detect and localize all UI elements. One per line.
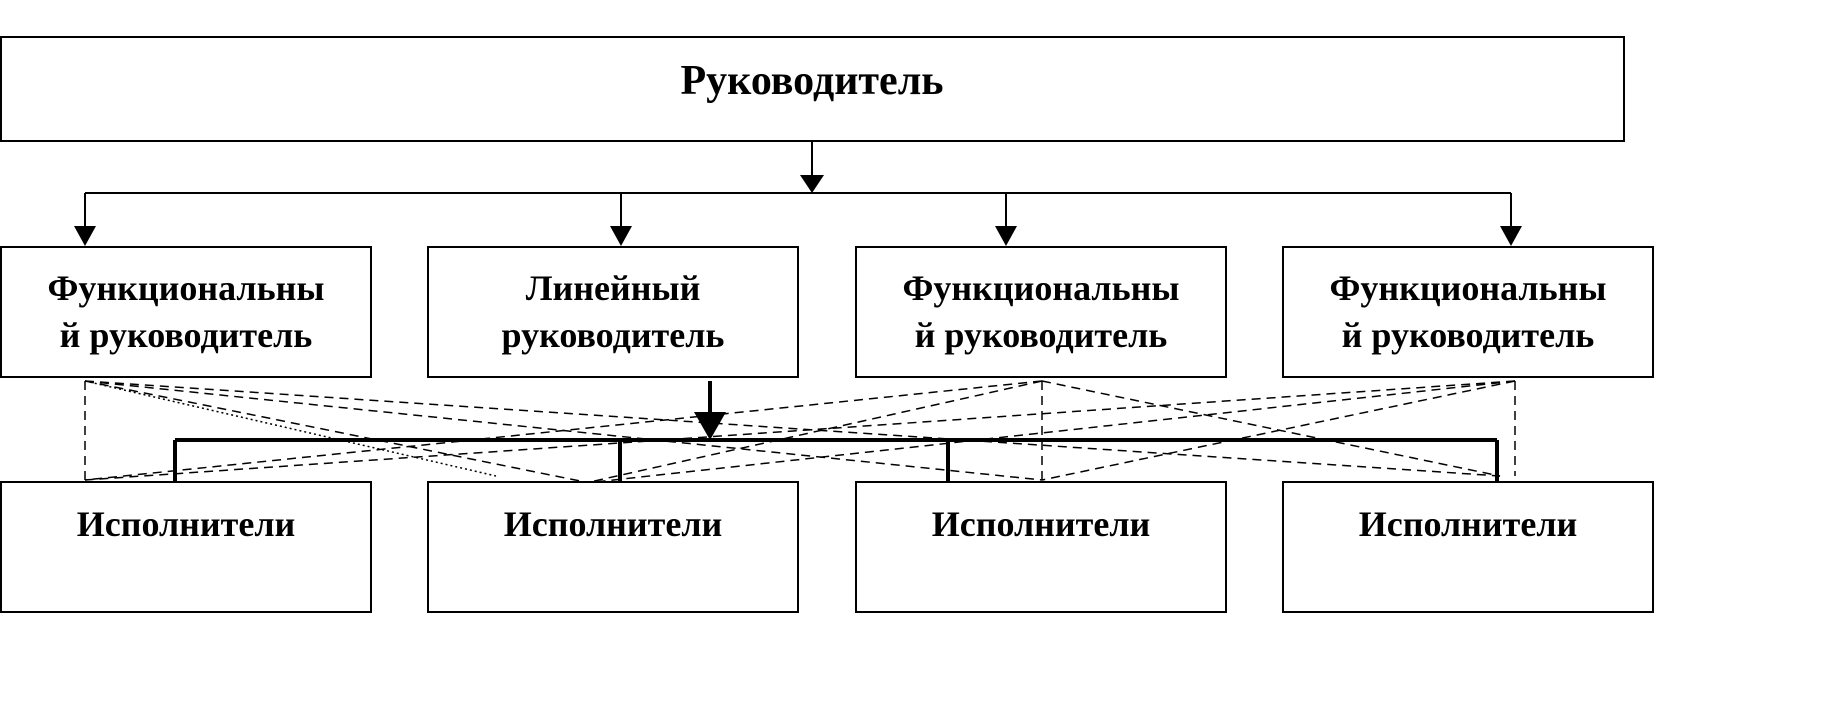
manager-1-line-1: Функциональны <box>47 268 324 308</box>
manager-box-4: Функциональны й руководитель <box>1282 246 1654 378</box>
linear-links <box>173 381 1499 482</box>
manager-2-line-1: Линейный <box>526 268 701 308</box>
executor-box-2: Исполнители <box>427 481 799 613</box>
manager-4-line-2: й руководитель <box>1342 315 1595 355</box>
executor-3-label: Исполнители <box>932 504 1151 544</box>
top-connector <box>74 141 1522 246</box>
manager-box-2: Линейный руководитель <box>427 246 799 378</box>
executor-box-1: Исполнители <box>0 481 372 613</box>
manager-3-line-2: й руководитель <box>915 315 1168 355</box>
manager-box-1: Функциональны й руководитель <box>0 246 372 378</box>
executor-4-label: Исполнители <box>1359 504 1578 544</box>
manager-1-line-2: й руководитель <box>60 315 313 355</box>
functional-links <box>84 380 1516 483</box>
manager-4-line-1: Функциональны <box>1329 268 1606 308</box>
dotted-link <box>84 380 497 477</box>
executor-box-4: Исполнители <box>1282 481 1654 613</box>
executor-1-label: Исполнители <box>77 504 296 544</box>
top-manager-box: Руководитель <box>0 36 1625 142</box>
top-manager-label: Руководитель <box>681 58 944 104</box>
executor-box-3: Исполнители <box>855 481 1227 613</box>
manager-3-line-1: Функциональны <box>902 268 1179 308</box>
manager-2-line-2: руководитель <box>502 315 725 355</box>
manager-box-3: Функциональны й руководитель <box>855 246 1227 378</box>
executor-2-label: Исполнители <box>504 504 723 544</box>
